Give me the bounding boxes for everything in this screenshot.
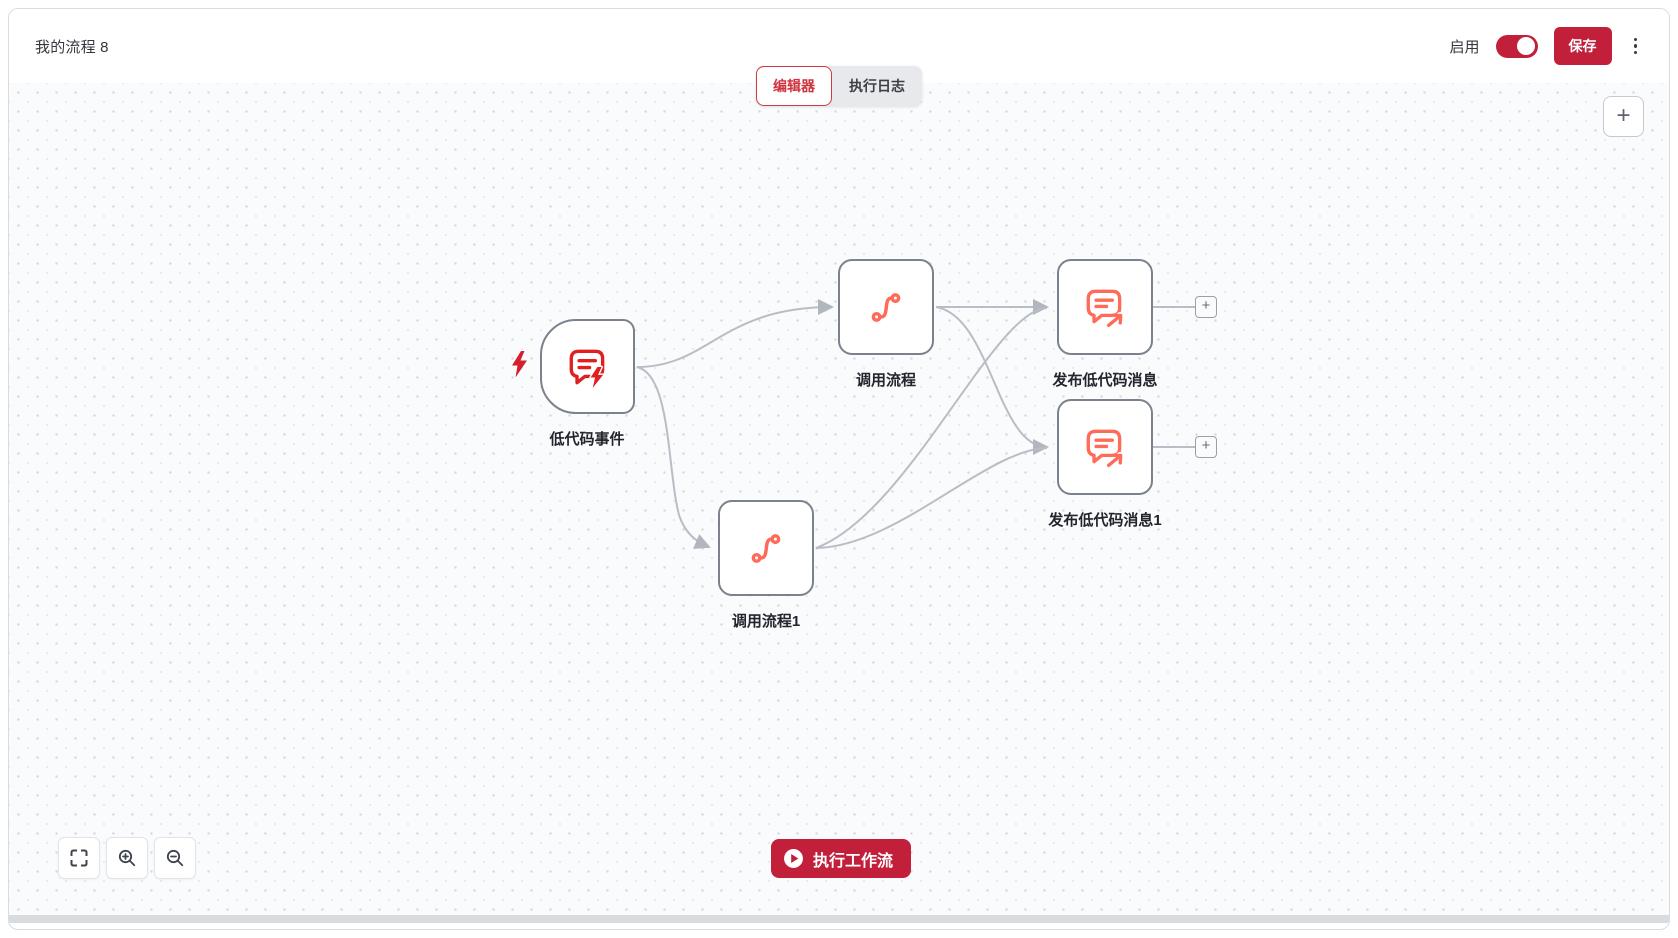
workflow-title[interactable]: 我的流程 8 xyxy=(35,38,109,56)
edge-call-flow-1-to-publish-message-1 xyxy=(815,447,1048,549)
workflow-canvas[interactable]: 低代码事件 调用流程 xyxy=(9,83,1669,923)
node-label-publish-message-1: 发布低代码消息1 xyxy=(1048,512,1162,529)
node-call-flow-1[interactable] xyxy=(718,500,814,596)
message-share-icon xyxy=(1086,429,1125,470)
dot-icon xyxy=(1633,37,1637,42)
node-label-call-flow: 调用流程 xyxy=(855,372,916,389)
node-publish-message[interactable] xyxy=(1057,259,1153,355)
toggle-knob-icon xyxy=(1516,37,1535,55)
zoom-in-icon xyxy=(118,849,136,867)
enable-label: 启用 xyxy=(1449,38,1480,56)
view-tabs: 编辑器 执行日志 xyxy=(756,66,922,106)
fit-view-icon xyxy=(70,849,88,867)
dot-icon xyxy=(1633,44,1637,48)
edge-trigger-to-call-flow xyxy=(636,299,834,368)
tab-execution-log[interactable]: 执行日志 xyxy=(849,78,905,94)
zoom-out-button[interactable] xyxy=(154,837,196,879)
zoom-out-icon xyxy=(166,849,184,867)
trigger-lightning-icon xyxy=(512,351,527,378)
s-curve-icon xyxy=(871,293,901,322)
node-low-code-event[interactable] xyxy=(540,319,635,414)
enable-toggle[interactable] xyxy=(1495,34,1538,58)
zoom-in-button[interactable] xyxy=(106,837,148,879)
node-label-publish-message: 发布低代码消息 xyxy=(1052,372,1158,389)
execute-workflow-button[interactable]: 执行工作流 xyxy=(771,839,912,878)
execute-workflow-label: 执行工作流 xyxy=(813,852,894,870)
edge-trigger-to-call-flow-1 xyxy=(636,366,711,549)
fit-view-button[interactable] xyxy=(58,837,100,879)
tab-editor[interactable]: 编辑器 xyxy=(756,66,832,106)
add-node-button-after-publish-message-1[interactable]: + xyxy=(1195,436,1217,458)
message-flash-icon xyxy=(569,349,605,389)
play-icon xyxy=(784,849,803,868)
message-share-icon xyxy=(1086,289,1125,330)
node-label-low-code-event: 低代码事件 xyxy=(549,431,625,448)
add-node-button[interactable]: + xyxy=(1603,96,1644,137)
s-curve-icon xyxy=(751,534,781,563)
edge-layer xyxy=(636,299,1195,549)
node-label-call-flow-1: 调用流程1 xyxy=(731,613,801,630)
dot-icon xyxy=(1633,50,1637,55)
window-bottom-strip xyxy=(9,915,1669,923)
node-call-flow[interactable] xyxy=(838,259,934,355)
more-options-button[interactable] xyxy=(1628,34,1644,59)
app-window: 我的流程 8 启用 保存 编辑器 执行日志 xyxy=(8,8,1670,930)
node-publish-message-1[interactable] xyxy=(1057,399,1153,495)
save-button[interactable]: 保存 xyxy=(1553,27,1612,65)
add-node-button-after-publish-message[interactable]: + xyxy=(1195,296,1217,318)
